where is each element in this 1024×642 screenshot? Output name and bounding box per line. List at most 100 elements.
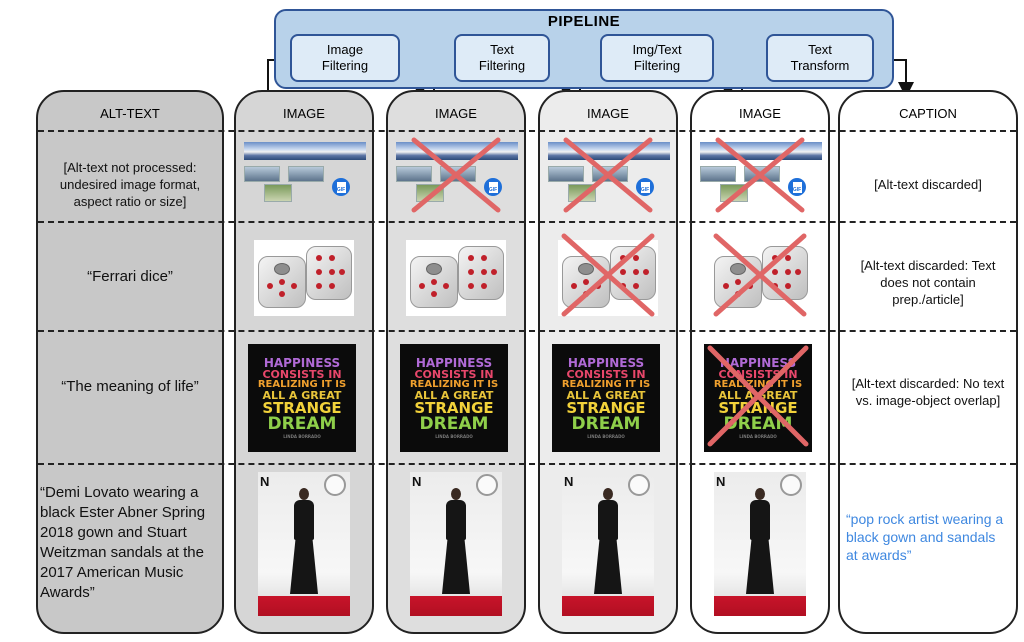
poster-line: ALL A GREAT (262, 389, 342, 402)
backdrop-letter: N (412, 474, 422, 489)
poster-line: REALIZING IT IS (561, 379, 651, 390)
landscape-thumbnail (264, 184, 292, 202)
die-pip (267, 283, 273, 289)
gif-label: GIF (336, 181, 346, 193)
die-pip (785, 255, 791, 261)
caption-header: CAPTION (899, 106, 957, 121)
award-logo (628, 474, 650, 496)
cruise-thumbnail (592, 166, 628, 182)
die-pip (735, 291, 741, 297)
die-pip (620, 283, 626, 289)
panorama-strip (548, 142, 670, 160)
die-pip (279, 279, 285, 285)
alt-text-1: [Alt-text not processed: undesired image… (59, 159, 201, 209)
right-die (306, 246, 352, 300)
caption-column: CAPTION [Alt-text discarded] [Alt-text d… (838, 90, 1018, 634)
stage-text-transform: Text Transform (766, 34, 874, 82)
die-pip (339, 269, 345, 275)
die-pip (481, 255, 487, 261)
right-die (458, 246, 504, 300)
die-pip (316, 269, 322, 275)
die-pip (772, 269, 778, 275)
panorama-strip (700, 142, 822, 160)
poster-line: LINDA BORRADO (283, 434, 321, 439)
award-logo (476, 474, 498, 496)
gif-label: GIF (488, 181, 498, 193)
die-pip (735, 279, 741, 285)
die-pip (723, 283, 729, 289)
poster-line: REALIZING IT IS (257, 379, 347, 390)
ship-thumbnail (244, 166, 280, 182)
die-pip (329, 255, 335, 261)
image-header-4: IMAGE (739, 106, 781, 121)
image-header-3: IMAGE (587, 106, 629, 121)
caption-2: [Alt-text discarded: Text does not conta… (860, 257, 996, 307)
backdrop-letter: N (564, 474, 574, 489)
die-pip (431, 279, 437, 285)
dice-thumbnail (710, 240, 810, 316)
landscape-thumbnail (416, 184, 444, 202)
person-head (603, 488, 613, 500)
poster-line: DREAM (723, 414, 793, 434)
die-pip (468, 283, 474, 289)
poster-line: HAPPINESS (567, 356, 645, 370)
caption-3: [Alt-text discarded: No text vs. image-o… (851, 376, 1005, 408)
die-pip (633, 283, 639, 289)
die-pip (468, 269, 474, 275)
poster-line: STRANGE (414, 399, 494, 417)
die-pip (431, 291, 437, 297)
dice-thumbnail (254, 240, 354, 316)
poster-line: LINDA BORRADO (435, 434, 473, 439)
caption-4: “pop rock artist wearing a black gown an… (846, 511, 1004, 563)
award-logo (324, 474, 346, 496)
alt-text-3: “The meaning of life” (61, 377, 199, 395)
die-pip (643, 269, 649, 275)
poster-line: ALL A GREAT (414, 389, 494, 402)
poster-line: HAPPINESS (263, 356, 341, 370)
poster-line: CONSISTS IN (566, 368, 646, 381)
die-pip (481, 283, 487, 289)
dice-thumbnail (406, 240, 506, 316)
person-gown (594, 538, 622, 594)
die-pip (329, 269, 335, 275)
poster-line: HAPPINESS (415, 356, 493, 370)
die-pip (620, 269, 626, 275)
red-carpet-photo-thumbnail: N (714, 472, 806, 616)
poster-line: LINDA BORRADO (739, 434, 777, 439)
collage-thumbnail: GIF (700, 142, 822, 208)
right-die (762, 246, 808, 300)
die-pip (316, 283, 322, 289)
ship-thumbnail (548, 166, 584, 182)
gif-label: GIF (640, 181, 650, 193)
gif-label: GIF (792, 181, 802, 193)
red-carpet-photo-thumbnail: N (258, 472, 350, 616)
gif-icon: GIF (332, 178, 350, 196)
row-divider-2 (38, 221, 1016, 223)
ship-thumbnail (396, 166, 432, 182)
cruise-thumbnail (744, 166, 780, 182)
alt-text-header: ALT-TEXT (100, 106, 160, 121)
die-pip (443, 283, 449, 289)
die-pip (468, 255, 474, 261)
pipeline-title: PIPELINE (547, 13, 621, 30)
person-torso (294, 500, 314, 540)
person-head (451, 488, 461, 500)
poster-line: CONSISTS IN (262, 368, 342, 381)
die-pip (620, 255, 626, 261)
stage-image-filtering: Image Filtering (290, 34, 400, 82)
left-die (714, 256, 762, 308)
die-pip (633, 255, 639, 261)
alt-text-column: ALT-TEXT [Alt-text not processed: undesi… (36, 90, 224, 634)
die-pip (316, 255, 322, 261)
die-pip (419, 283, 425, 289)
die-pip (747, 283, 753, 289)
red-carpet-photo-thumbnail: N (410, 472, 502, 616)
backdrop-letter: N (260, 474, 270, 489)
panorama-strip (244, 142, 366, 160)
row-divider-3 (38, 330, 1016, 332)
poster-line: DREAM (419, 414, 489, 434)
die-pip (329, 283, 335, 289)
stage-img-text-filtering: Img/Text Filtering (600, 34, 714, 82)
gif-icon: GIF (636, 178, 654, 196)
